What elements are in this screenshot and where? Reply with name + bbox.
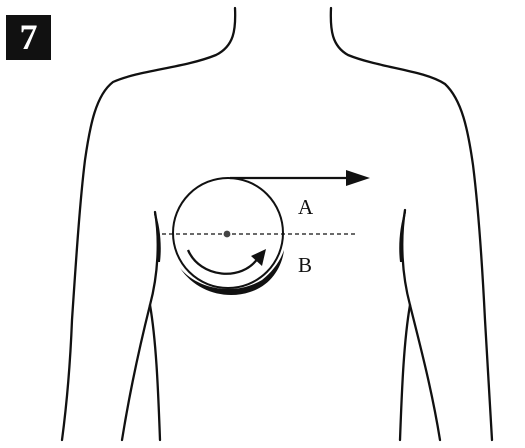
arm-line-right-inner (400, 305, 410, 440)
step-number-badge: 7 (6, 15, 51, 60)
center-dot-icon (224, 231, 231, 238)
rotation-arrow (188, 250, 258, 274)
label-b: B (298, 255, 312, 276)
torso-outline (62, 8, 235, 440)
label-a: A (298, 197, 313, 218)
torso-outline (331, 8, 492, 440)
arm-line-left-inner (150, 305, 160, 440)
translation-arrowhead-icon (346, 170, 370, 186)
